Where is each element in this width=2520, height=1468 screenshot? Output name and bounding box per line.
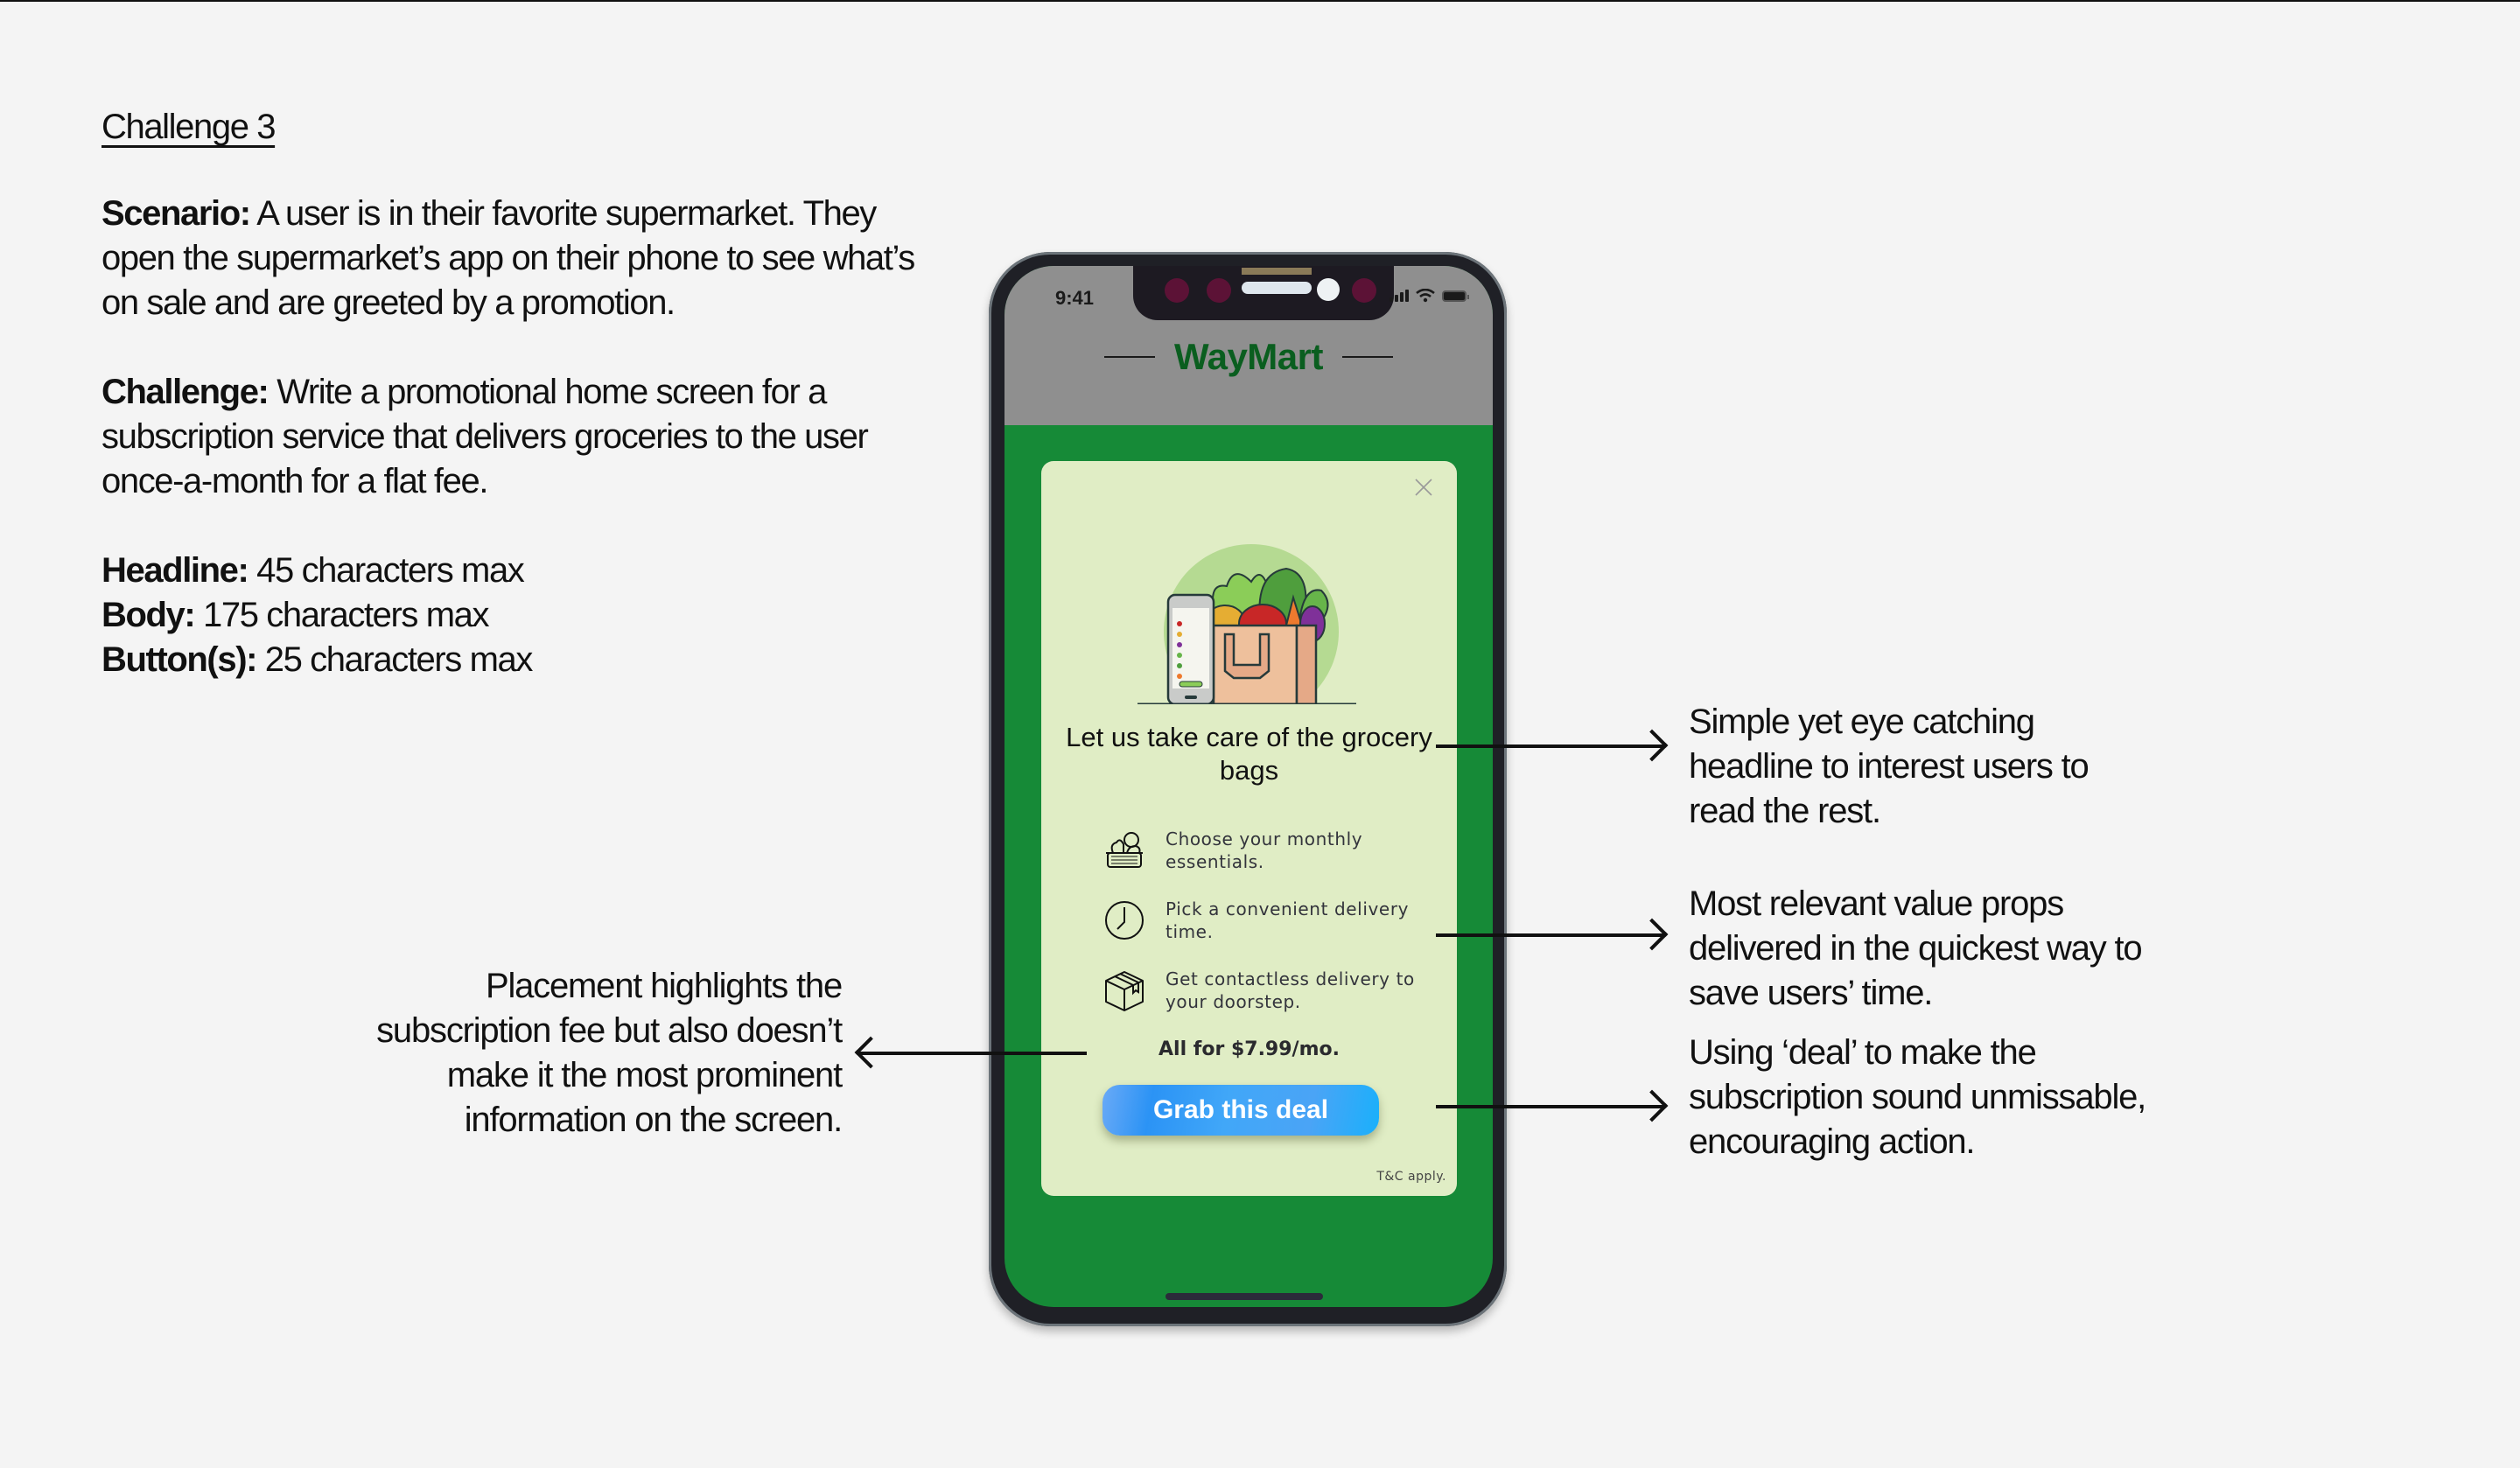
- challenge-title: Challenge 3: [102, 108, 276, 146]
- price-annotation: Placement highlights the subscription fe…: [376, 967, 843, 1139]
- terms-link[interactable]: T&C apply.: [1376, 1170, 1446, 1184]
- value-prop-text: Get contactless delivery to your doorste…: [1166, 968, 1415, 1012]
- speaker-grille: [1242, 268, 1312, 275]
- limit-label: Headline:: [102, 551, 249, 590]
- grocery-basket-icon: [1106, 832, 1143, 868]
- speaker: [1242, 282, 1312, 294]
- limit-value: 25 characters max: [256, 640, 534, 679]
- promo-modal: Let us take care of the grocery bags Cho…: [1041, 461, 1457, 1196]
- value-props-annotation: Most relevant value props delivered in t…: [1689, 884, 2143, 1012]
- cta-annotation: Using ‘deal’ to make the subscription so…: [1689, 1033, 2146, 1161]
- value-props-list: Choose your monthly essentials. Pick a c…: [1102, 815, 1435, 1025]
- wifi-icon: [1416, 289, 1435, 303]
- limit-body: Body: 175 characters max: [102, 593, 924, 638]
- arrow-right-icon: [1436, 933, 1665, 937]
- value-prop-item: Choose your monthly essentials.: [1102, 815, 1435, 885]
- limit-label: Button(s):: [102, 640, 257, 679]
- arrow-right-icon: [1436, 744, 1665, 748]
- app-name: WayMart: [1174, 336, 1323, 377]
- limit-label: Body:: [102, 596, 196, 634]
- top-edge-strip: [0, 0, 2520, 2]
- limit-headline: Headline: 45 characters max: [102, 549, 924, 593]
- scenario-label: Scenario:: [102, 194, 251, 233]
- grab-deal-button[interactable]: Grab this deal: [1102, 1085, 1379, 1136]
- clock-icon: [1105, 901, 1144, 940]
- scenario-text: A user is in their favorite supermarket.…: [102, 194, 915, 322]
- sensor-dot: [1352, 278, 1376, 303]
- battery-icon: [1442, 290, 1469, 302]
- limit-value: 175 characters max: [194, 596, 489, 634]
- home-indicator: [1166, 1293, 1323, 1300]
- challenge-brief: Challenge 3 Scenario: A user is in their…: [102, 105, 924, 682]
- promo-headline: Let us take care of the grocery bags: [1066, 722, 1432, 786]
- sensor-dot: [1165, 278, 1189, 303]
- challenge-paragraph: Challenge: Write a promotional home scre…: [102, 370, 924, 504]
- challenge-label: Challenge:: [102, 373, 270, 411]
- limit-buttons: Button(s): 25 characters max: [102, 638, 924, 682]
- brand-rule-left: [1104, 356, 1155, 358]
- value-prop-text: Pick a convenient delivery time.: [1166, 898, 1410, 942]
- phone-mockup: 9:41 WayMart: [989, 252, 1507, 1326]
- sensor-dot: [1207, 278, 1231, 303]
- headline-annotation: Simple yet eye catching headline to inte…: [1689, 703, 2090, 830]
- character-limits: Headline: 45 characters max Body: 175 ch…: [102, 549, 924, 682]
- phone-screen: 9:41 WayMart: [1004, 266, 1493, 1307]
- scenario-paragraph: Scenario: A user is in their favorite su…: [102, 192, 924, 325]
- phone-notch: [1133, 266, 1394, 320]
- grocery-illustration: [1138, 544, 1356, 704]
- subscription-price: All for $7.99/mo.: [1158, 1038, 1340, 1060]
- arrow-left-icon: [858, 1052, 1087, 1055]
- limit-value: 45 characters max: [248, 551, 525, 590]
- front-camera: [1317, 278, 1340, 301]
- status-icons: [1390, 289, 1469, 303]
- value-prop-item: Pick a convenient delivery time.: [1102, 885, 1435, 955]
- brand-rule-right: [1341, 356, 1393, 358]
- value-prop-item: Get contactless delivery to your doorste…: [1102, 955, 1435, 1025]
- signal-icon: [1390, 290, 1409, 302]
- challenge-text: Write a promotional home screen for a su…: [102, 373, 869, 500]
- arrow-right-icon: [1436, 1105, 1665, 1108]
- brand-row: WayMart: [1004, 336, 1493, 378]
- status-time: 9:41: [1055, 287, 1095, 309]
- value-prop-text: Choose your monthly essentials.: [1166, 828, 1363, 872]
- close-icon[interactable]: [1413, 477, 1434, 498]
- package-box-icon: [1105, 971, 1144, 1011]
- app-header: 9:41 WayMart: [1004, 266, 1493, 425]
